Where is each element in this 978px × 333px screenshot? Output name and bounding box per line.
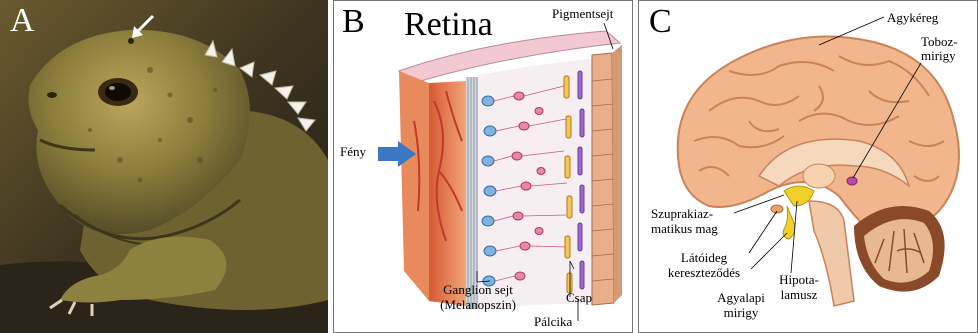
panel-b-retina-diagram: B Retina Pigmentsejt Fény Ganglion sejt …	[333, 0, 633, 333]
panel-a-letter: A	[10, 4, 35, 38]
tuatara-illustration	[0, 0, 328, 333]
panel-a-tuatara-photo: A	[0, 0, 328, 333]
label-pigment-cell: Pigmentsejt	[552, 7, 613, 21]
label-scn-1: Szuprakiaz-	[651, 207, 713, 221]
panel-c-letter: C	[649, 5, 672, 39]
retina-title: Retina	[404, 7, 493, 43]
label-pituitary-2: mirigy	[701, 306, 781, 320]
panel-c-brain-diagram: C Agykéreg Toboz- mirigy Szuprakiaz- mat…	[638, 0, 978, 333]
label-hypothalamus-1: Hipota-	[769, 273, 829, 287]
label-light: Fény	[340, 145, 366, 159]
label-chiasm-1: Látóideg	[649, 251, 759, 265]
cerebellum-shape	[854, 206, 945, 292]
label-chiasm-2: kereszteződés	[649, 266, 759, 280]
parietal-eye-spot	[128, 38, 134, 44]
label-ganglion-cell: Ganglion sejt	[426, 283, 530, 297]
label-hypothalamus-2: lamusz	[769, 288, 829, 302]
label-rod: Pálcika	[534, 315, 572, 329]
label-pineal-2: mirigy	[921, 49, 956, 63]
panel-b-letter: B	[342, 5, 365, 39]
label-cortex: Agykéreg	[887, 11, 938, 25]
label-pineal-1: Toboz-	[921, 35, 958, 49]
label-scn-2: matikus mag	[651, 222, 718, 236]
label-melanopsin: (Melanopszin)	[426, 298, 530, 312]
label-cone: Csap	[566, 291, 592, 305]
